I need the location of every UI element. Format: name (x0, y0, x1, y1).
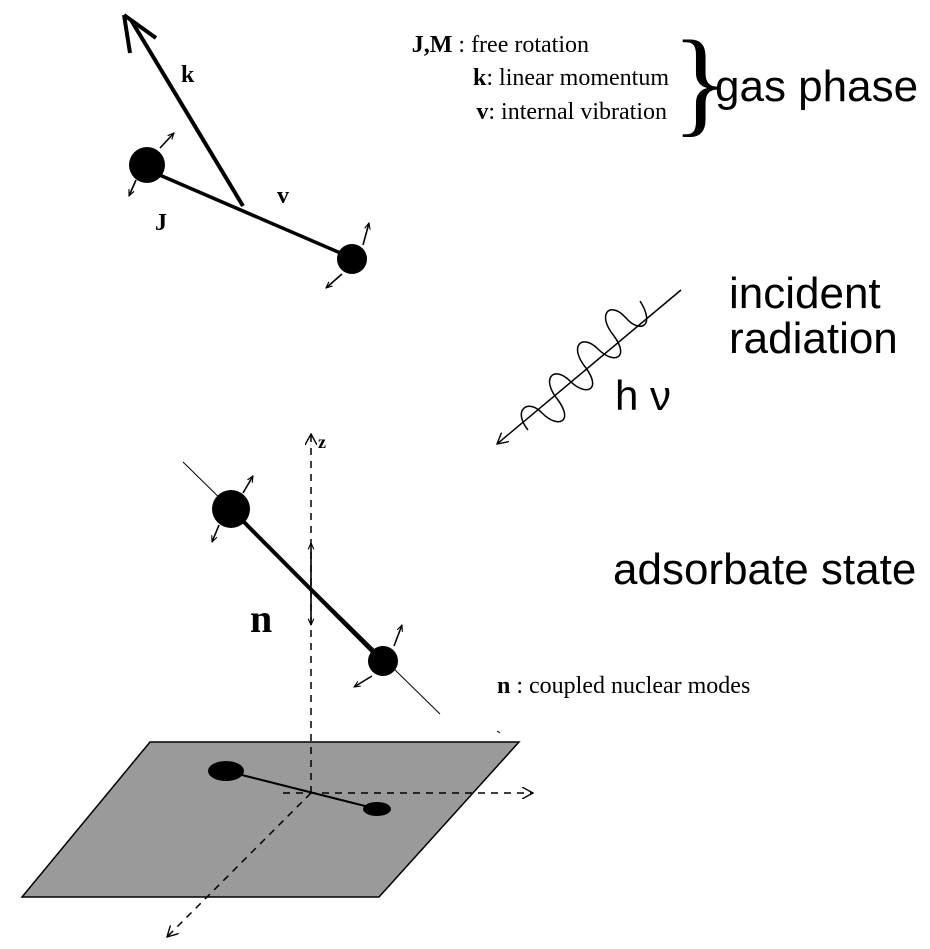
adsorbed-molecule: n (182, 461, 441, 715)
gas-phase-label: gas phase (715, 62, 918, 111)
adsorbate-bond (229, 507, 384, 663)
axes (167, 434, 533, 937)
momentum-label: k (181, 62, 195, 88)
coupled-modes-note-text: : coupled nuclear modes (510, 673, 750, 699)
legend-symbol-rotation: J,M (412, 32, 453, 58)
coupled-modes-note: n : coupled nuclear modes (497, 673, 750, 699)
coupled-modes-symbol: n (250, 596, 272, 641)
radiation-ray (497, 289, 682, 444)
legend-symbol-momentum: k (473, 65, 487, 91)
adsorbate-atom-lower (368, 646, 398, 676)
y-axis (167, 792, 312, 937)
gas-bond (147, 168, 353, 260)
gas-phase-molecule: k v J (122, 13, 369, 288)
momentum-vector (129, 18, 245, 208)
photon-wave (520, 300, 648, 431)
legend-text-momentum: linear momentum (499, 65, 669, 91)
legend-row-rotation: J,M : free rotation (412, 32, 589, 58)
legend-brace: } (672, 16, 729, 147)
legend-symbol-vibration: v (476, 99, 488, 125)
gas-atom-left (129, 147, 165, 183)
legend-text-rotation: free rotation (471, 32, 589, 58)
adsorbate-atom-upper (212, 490, 250, 528)
surface-projection-bond (225, 770, 378, 810)
adsorbate-mode-arrows (212, 476, 402, 687)
surface-projection-atom-right (363, 802, 391, 816)
radiation-label-line1: incident (729, 269, 881, 318)
photon-symbol: h ν (615, 372, 671, 419)
z-axis-label: z (318, 432, 326, 452)
legend-text-vibration: internal vibration (501, 99, 667, 125)
gas-atom-right (337, 244, 367, 274)
small-tick-mark (496, 730, 501, 734)
incident-radiation: h ν incident radiation (497, 269, 898, 444)
coupled-modes-note-symbol: n (497, 673, 510, 699)
rotation-label: J (155, 210, 167, 236)
legend-row-momentum: k: linear momentum (473, 65, 669, 91)
adsorbate-state-label: adsorbate state (613, 545, 916, 594)
surface-plane (20, 741, 521, 898)
gas-phase-legend: J,M : free rotation k: linear momentum v… (412, 16, 918, 147)
vibration-label: v (277, 183, 289, 209)
momentum-arrowhead (122, 13, 158, 54)
surface (20, 741, 521, 898)
gas-rotation-arrows (128, 133, 369, 288)
radiation-label-line2: radiation (729, 314, 898, 363)
legend-row-vibration: v: internal vibration (476, 99, 667, 125)
surface-projection-atom-left (208, 761, 244, 781)
